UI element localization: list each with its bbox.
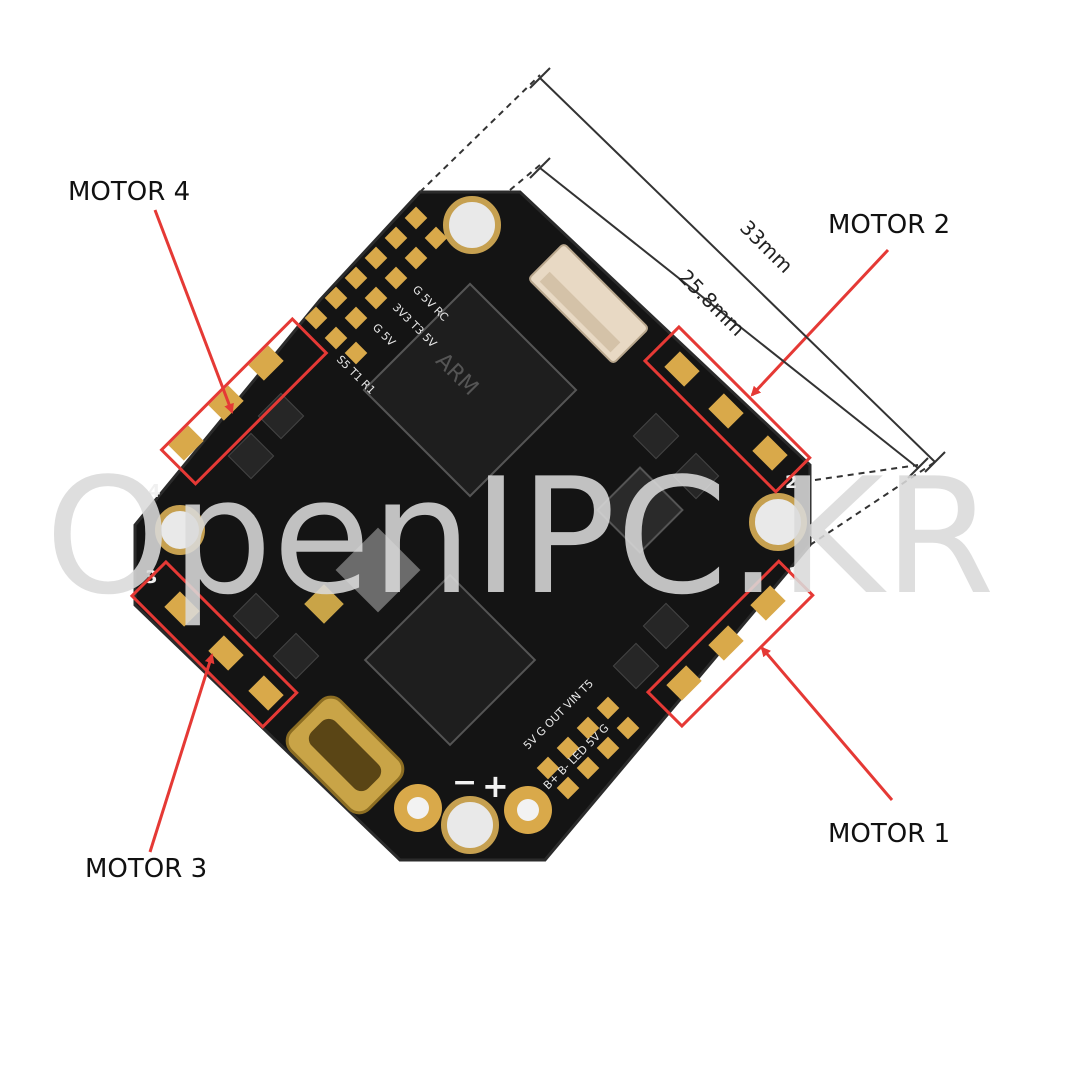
pin-number-4: 4 [148,481,161,502]
motor2-group [642,324,812,494]
callout-arrows [148,209,894,853]
dim-outer-label: 33mm [735,215,798,278]
motor3-arrow [148,653,215,853]
dim-inner-label: 25.8mm [674,265,750,341]
dim-inner-line [539,167,919,469]
mounting-holes [155,196,807,854]
minus-sign: − [452,765,477,800]
motor2-label: MOTOR 2 [828,210,950,240]
boot-button [304,584,344,624]
imu-chip [596,466,684,554]
flight-controller-board: − + ARM [133,190,812,862]
motor-labels: MOTOR 4 MOTOR 2 MOTOR 1 MOTOR 3 [68,177,950,884]
jst-connector [529,244,648,363]
bottom-pad-grid [536,696,640,800]
esc-chip [363,573,537,747]
watermark-text: OpenIPC.KR [45,443,995,630]
mosfets [227,392,720,690]
motor3-box [129,559,299,729]
dimension-lines [419,67,946,546]
motor4-arrow [153,209,234,414]
inductor [335,527,421,613]
battery-pads: − + [394,765,552,834]
motor3-group [129,559,299,729]
pin-number-2: 2 [785,472,798,493]
motor1-group [645,559,815,729]
motor2-box [642,324,812,494]
plus-sign: + [482,767,509,805]
motor1-box [645,559,815,729]
usb-connector [285,695,405,815]
dim-outer-line [539,77,936,463]
motor3-label: MOTOR 3 [85,854,207,884]
motor4-box [159,316,329,486]
motor1-label: MOTOR 1 [828,819,950,849]
mcu-chip: ARM [362,282,578,498]
motor2-arrow [750,248,890,397]
motor4-label: MOTOR 4 [68,177,190,207]
motor1-arrow [760,646,894,801]
